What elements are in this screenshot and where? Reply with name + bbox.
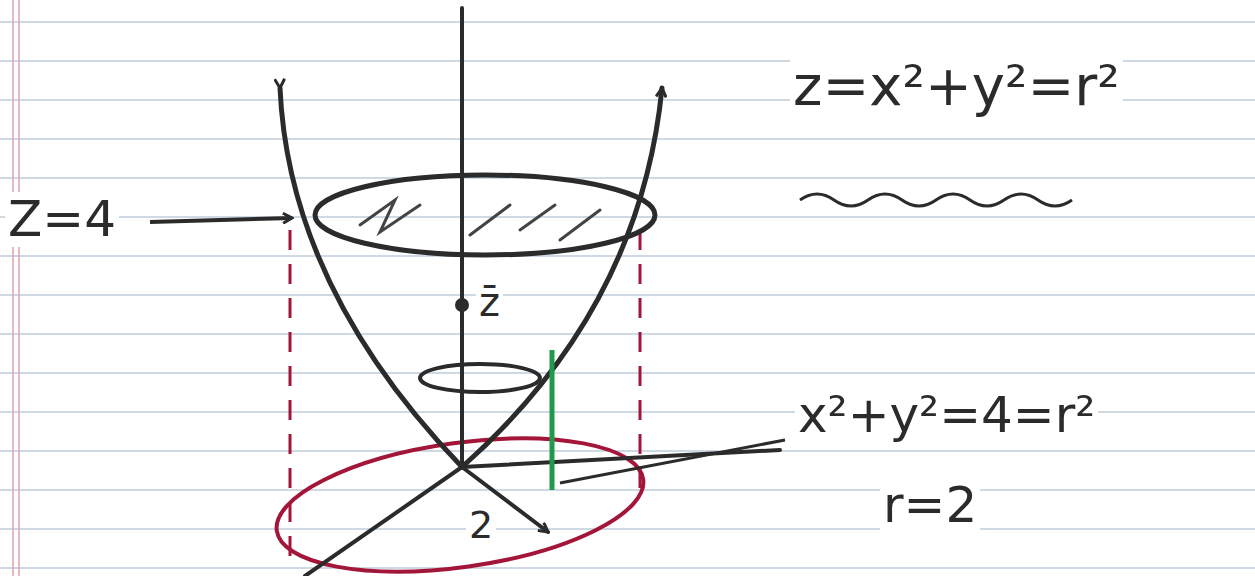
- axis-mark: 2: [466, 505, 496, 547]
- hatching: [360, 200, 600, 240]
- margin-line: [13, 0, 19, 576]
- wavy-underline: [800, 194, 1072, 206]
- radius-label: r=2: [880, 478, 980, 533]
- leader-line: [560, 440, 785, 483]
- green-segment: [550, 350, 555, 490]
- centroid-label: z̄: [476, 280, 503, 324]
- cylinder-edges: [290, 230, 640, 565]
- circle-equation: x²+y²=4=r²: [795, 388, 1098, 443]
- ruled-lines: [0, 22, 1255, 568]
- surface-equation: z=x²+y²=r²: [790, 55, 1123, 117]
- centroid-dot: [455, 298, 469, 312]
- z4-arrow: [150, 218, 292, 222]
- axes: [305, 8, 780, 576]
- paraboloid: [280, 88, 662, 467]
- height-label: Z=4: [5, 192, 119, 247]
